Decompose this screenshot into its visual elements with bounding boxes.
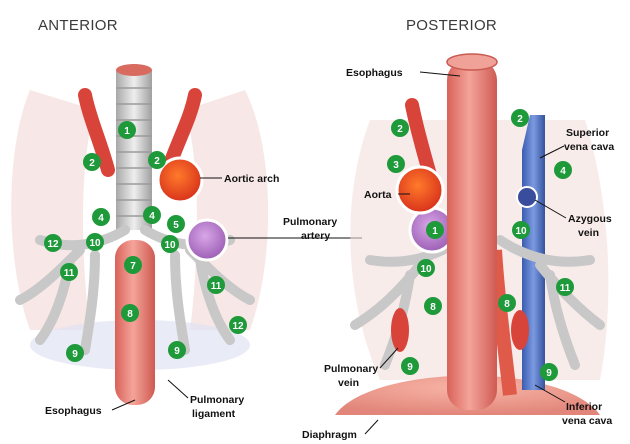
node-number: 10: [515, 226, 527, 237]
node-number: 12: [47, 239, 59, 250]
pulm-lig-label-2: ligament: [192, 408, 236, 420]
node-number: 4: [149, 211, 155, 222]
node-number: 4: [98, 213, 104, 224]
node-number: 11: [560, 283, 571, 294]
pulmonary-artery-anterior: [187, 220, 227, 260]
pulm-vein-label-2: vein: [338, 377, 359, 389]
ivc-label-1: Inferior: [566, 401, 602, 413]
node-number: 7: [130, 261, 136, 272]
trachea: [116, 70, 152, 230]
node-number: 12: [232, 321, 244, 332]
ivc-label-2: vena cava: [562, 415, 612, 427]
node-number: 5: [173, 220, 179, 231]
pulmonary-artery-label-2: artery: [301, 230, 330, 242]
node-number: 1: [432, 226, 438, 237]
diaphragm-leader: [365, 420, 378, 434]
node-number: 2: [517, 114, 523, 125]
node-number: 9: [407, 362, 413, 373]
esophagus-posterior: [447, 60, 497, 410]
right-lung-shadow: [185, 90, 268, 330]
node-number: 10: [89, 238, 101, 249]
azygous-label-1: Azygous: [568, 213, 612, 225]
pulm-lig-leader: [168, 380, 188, 398]
node-number: 4: [560, 166, 566, 177]
node-number: 9: [174, 346, 180, 357]
pulmonary-artery-label-1: Pulmonary: [283, 216, 337, 228]
esophagus-ant-label: Esophagus: [45, 405, 102, 417]
node-number: 11: [211, 281, 222, 292]
svc-label-1: Superior: [566, 127, 609, 139]
anterior-view: ANTERIOR Aortic arch Pulmonary artery Es…: [11, 17, 362, 420]
azygous-label-2: vein: [578, 227, 599, 239]
posterior-title: POSTERIOR: [406, 17, 497, 34]
node-number: 8: [430, 302, 436, 313]
node-number: 9: [72, 349, 78, 360]
node-number: 2: [89, 158, 95, 169]
azygous-vein-cross-section: [517, 187, 537, 207]
pulmonary-vein-right: [511, 310, 529, 350]
aorta-label: Aorta: [364, 189, 392, 201]
svc-label-2: vena cava: [564, 141, 614, 153]
node-number: 8: [127, 309, 133, 320]
pulmonary-vein: [391, 308, 409, 352]
diaphragm-label: Diaphragm: [302, 429, 357, 441]
posterior-view: POSTERIOR Esophagus Aorta Superior vena …: [302, 17, 614, 441]
node-number: 10: [420, 264, 432, 275]
pulm-vein-label-1: Pulmonary: [324, 363, 378, 375]
pulm-lig-label-1: Pulmonary: [190, 394, 244, 406]
node-number: 8: [504, 299, 510, 310]
esophagus-top: [447, 54, 497, 70]
trachea-top: [116, 64, 152, 76]
node-number: 2: [397, 124, 403, 135]
esophagus-post-label: Esophagus: [346, 67, 403, 79]
aortic-arch-label: Aortic arch: [224, 173, 279, 185]
node-number: 1: [124, 126, 130, 137]
node-number: 2: [154, 156, 160, 167]
node-number: 11: [64, 268, 75, 279]
node-number: 3: [393, 160, 399, 171]
aorta-posterior: [397, 167, 443, 213]
node-number: 10: [164, 240, 176, 251]
anterior-title: ANTERIOR: [38, 17, 118, 34]
node-number: 9: [546, 368, 552, 379]
